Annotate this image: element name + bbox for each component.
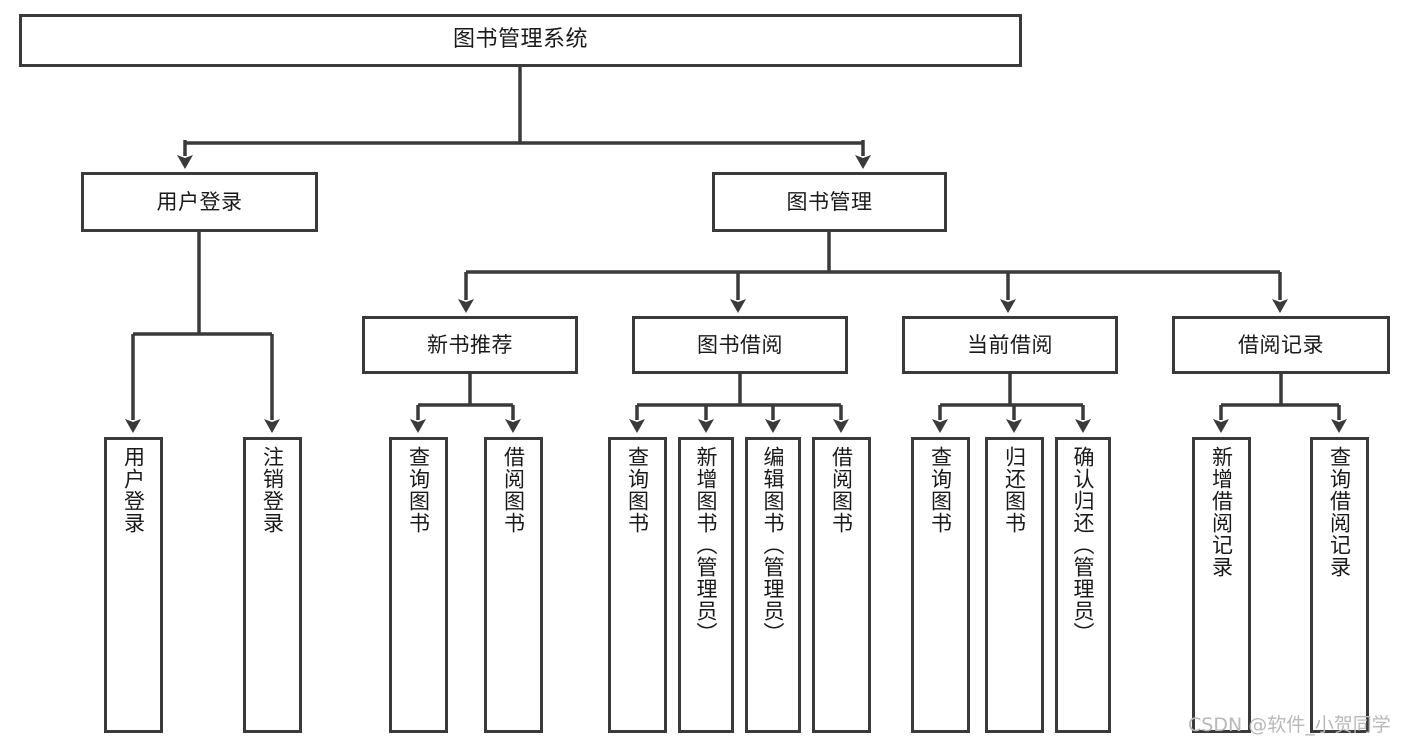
leaf-query-book-current[interactable]: 查询图书 bbox=[911, 437, 970, 733]
node-book-borrow-label: 图书借阅 bbox=[697, 332, 783, 357]
leaf-user-login-label: 用户登录 bbox=[121, 446, 146, 534]
leaf-borrow-book-recommend[interactable]: 借阅图书 bbox=[484, 437, 543, 733]
leaf-logout-label: 注销登录 bbox=[260, 446, 285, 534]
leaf-borrow-book-recommend-label: 借阅图书 bbox=[501, 446, 526, 534]
node-root-label: 图书管理系统 bbox=[452, 27, 588, 53]
node-book-management[interactable]: 图书管理 bbox=[712, 172, 947, 232]
leaf-query-book-current-label: 查询图书 bbox=[928, 446, 953, 534]
leaf-edit-book-admin[interactable]: 编辑图书（管理员） bbox=[745, 437, 801, 733]
node-user-login[interactable]: 用户登录 bbox=[81, 172, 318, 232]
leaf-return-book-label: 归还图书 bbox=[1002, 446, 1027, 534]
leaf-query-book-recommend[interactable]: 查询图书 bbox=[389, 437, 448, 733]
node-current-borrow[interactable]: 当前借阅 bbox=[902, 316, 1118, 374]
leaf-query-book-recommend-label: 查询图书 bbox=[406, 446, 431, 534]
leaf-confirm-return-admin-label: 确认归还（管理员） bbox=[1071, 446, 1096, 644]
leaf-add-borrow-record-label: 新增借阅记录 bbox=[1209, 446, 1234, 578]
leaf-query-borrow-record[interactable]: 查询借阅记录 bbox=[1310, 437, 1369, 733]
leaf-query-book-borrow[interactable]: 查询图书 bbox=[608, 437, 667, 733]
leaf-user-login[interactable]: 用户登录 bbox=[104, 437, 163, 733]
leaf-add-book-admin-label: 新增图书（管理员） bbox=[694, 446, 719, 644]
node-new-book-recommend[interactable]: 新书推荐 bbox=[362, 316, 578, 374]
node-user-login-label: 用户登录 bbox=[156, 189, 243, 214]
leaf-borrow-book[interactable]: 借阅图书 bbox=[812, 437, 871, 733]
leaf-confirm-return-admin[interactable]: 确认归还（管理员） bbox=[1055, 437, 1111, 733]
node-book-borrow[interactable]: 图书借阅 bbox=[632, 316, 848, 374]
node-borrow-record-label: 借阅记录 bbox=[1238, 332, 1324, 357]
leaf-add-book-admin[interactable]: 新增图书（管理员） bbox=[678, 437, 734, 733]
node-current-borrow-label: 当前借阅 bbox=[967, 332, 1053, 357]
node-new-book-recommend-label: 新书推荐 bbox=[427, 332, 513, 357]
leaf-edit-book-admin-label: 编辑图书（管理员） bbox=[761, 446, 786, 644]
leaf-add-borrow-record[interactable]: 新增借阅记录 bbox=[1192, 437, 1251, 733]
node-root[interactable]: 图书管理系统 bbox=[19, 14, 1022, 67]
node-book-management-label: 图书管理 bbox=[786, 189, 873, 214]
leaf-query-borrow-record-label: 查询借阅记录 bbox=[1327, 446, 1352, 578]
leaf-return-book[interactable]: 归还图书 bbox=[985, 437, 1044, 733]
leaf-logout[interactable]: 注销登录 bbox=[243, 437, 302, 733]
leaf-borrow-book-label: 借阅图书 bbox=[829, 446, 854, 534]
leaf-query-book-borrow-label: 查询图书 bbox=[625, 446, 650, 534]
csdn-watermark: CSDN @软件_小贺同学 bbox=[1188, 714, 1391, 736]
node-borrow-record[interactable]: 借阅记录 bbox=[1172, 316, 1390, 374]
